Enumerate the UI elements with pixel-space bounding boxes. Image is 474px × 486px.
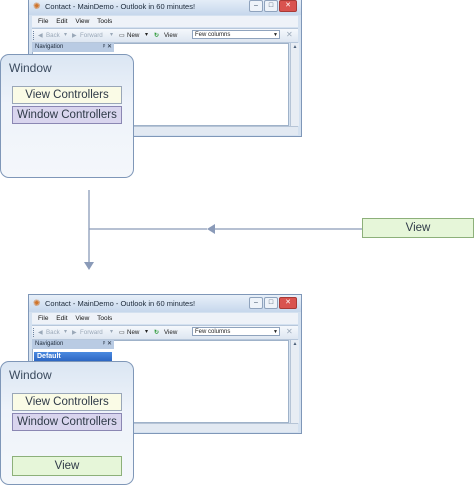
app-gear-icon: ✺ — [33, 1, 41, 11]
maximize-button[interactable]: □ — [264, 0, 278, 12]
menu-file[interactable]: File — [38, 18, 49, 25]
navigation-group-default[interactable]: Default — [34, 352, 112, 362]
view-box: View — [12, 456, 122, 476]
window-panel-before: Window View Controllers Window Controlle… — [0, 54, 134, 178]
navigation-header: Navigation ᵖ ✕ — [32, 340, 114, 349]
toolbar: ◀ Back ▾ ▶ Forward ▾ ▭ New ▾ ↻ View Few … — [32, 325, 298, 340]
view-source-box: View — [362, 218, 474, 238]
toolbar: ◀ Back ▾ ▶ Forward ▾ ▭ New ▾ ↻ View Few … — [32, 28, 298, 43]
back-button[interactable]: Back — [46, 329, 60, 336]
title-bar: ✺ Contact - MainDemo - Outlook in 60 min… — [29, 0, 301, 15]
forward-button[interactable]: Forward — [80, 32, 103, 39]
pin-close-icon[interactable]: ᵖ ✕ — [103, 341, 112, 347]
back-button[interactable]: Back — [46, 32, 60, 39]
toolbar-grip[interactable] — [33, 328, 36, 337]
menu-file[interactable]: File — [38, 315, 49, 322]
menu-tools[interactable]: Tools — [97, 315, 113, 322]
app-window-before: ✺ Contact - MainDemo - Outlook in 60 min… — [28, 0, 302, 137]
window-controllers-box: Window Controllers — [12, 413, 122, 431]
clear-icon[interactable]: ✕ — [286, 327, 293, 336]
window-title: Contact - MainDemo - Outlook in 60 minut… — [45, 2, 196, 11]
view-controllers-box: View Controllers — [12, 393, 122, 411]
back-arrow-icon: ◀ — [38, 329, 43, 336]
columns-select-value: Few columns — [195, 329, 231, 335]
scroll-up-icon[interactable]: ▲ — [292, 44, 298, 50]
menu-edit[interactable]: Edit — [56, 315, 68, 322]
new-document-icon: ▭ — [119, 329, 125, 336]
menu-view[interactable]: View — [75, 315, 90, 322]
forward-dropdown-icon: ▾ — [110, 32, 114, 38]
vertical-scrollbar[interactable]: ▲ — [290, 43, 299, 126]
menu-tools[interactable]: Tools — [97, 18, 113, 25]
menu-view[interactable]: View — [75, 18, 90, 25]
pin-close-icon[interactable]: ᵖ ✕ — [103, 44, 112, 50]
minimize-button[interactable]: – — [249, 297, 263, 309]
view-label: View — [164, 32, 178, 39]
back-dropdown-icon: ▾ — [64, 329, 68, 335]
clear-icon[interactable]: ✕ — [286, 30, 293, 39]
close-button[interactable]: ✕ — [279, 297, 297, 309]
columns-select[interactable]: Few columns ▼ — [192, 30, 280, 39]
status-bar — [32, 423, 298, 432]
vertical-scrollbar[interactable]: ▲ — [290, 340, 299, 423]
window-label: Window — [9, 368, 52, 382]
app-gear-icon: ✺ — [33, 298, 41, 308]
navigation-title: Navigation — [35, 341, 64, 347]
new-dropdown-icon: ▾ — [145, 329, 149, 335]
refresh-icon[interactable]: ↻ — [154, 329, 160, 336]
new-dropdown-icon: ▾ — [145, 32, 149, 38]
new-button[interactable]: New — [127, 32, 140, 39]
forward-arrow-icon: ▶ — [72, 329, 77, 336]
maximize-button[interactable]: □ — [264, 297, 278, 309]
columns-select[interactable]: Few columns ▼ — [192, 327, 280, 336]
navigation-header: Navigation ᵖ ✕ — [32, 43, 114, 52]
new-document-icon: ▭ — [119, 32, 125, 39]
window-controllers-box: Window Controllers — [12, 106, 122, 124]
refresh-icon[interactable]: ↻ — [154, 32, 160, 39]
down-arrowhead — [84, 262, 94, 270]
menu-edit[interactable]: Edit — [56, 18, 68, 25]
minimize-button[interactable]: – — [249, 0, 263, 12]
forward-dropdown-icon: ▾ — [110, 329, 114, 335]
view-label: View — [164, 329, 178, 336]
back-arrow-icon: ◀ — [38, 32, 43, 39]
close-button[interactable]: ✕ — [279, 0, 297, 12]
title-bar: ✺ Contact - MainDemo - Outlook in 60 min… — [29, 295, 301, 312]
menu-bar: File Edit View Tools — [32, 16, 298, 27]
status-bar — [32, 126, 298, 135]
scroll-up-icon[interactable]: ▲ — [292, 341, 298, 347]
window-panel-after: Window View Controllers Window Controlle… — [0, 361, 134, 485]
navigation-title: Navigation — [35, 44, 64, 50]
app-window-after: ✺ Contact - MainDemo - Outlook in 60 min… — [28, 294, 302, 434]
chevron-down-icon: ▼ — [273, 32, 278, 38]
columns-select-value: Few columns — [195, 32, 231, 38]
menu-bar: File Edit View Tools — [32, 313, 298, 324]
window-label: Window — [9, 61, 52, 75]
toolbar-grip[interactable] — [33, 31, 36, 40]
chevron-down-icon: ▼ — [273, 329, 278, 335]
view-controllers-box: View Controllers — [12, 86, 122, 104]
forward-button[interactable]: Forward — [80, 329, 103, 336]
new-button[interactable]: New — [127, 329, 140, 336]
back-dropdown-icon: ▾ — [64, 32, 68, 38]
view-input-arrowhead — [207, 224, 215, 234]
forward-arrow-icon: ▶ — [72, 32, 77, 39]
window-title: Contact - MainDemo - Outlook in 60 minut… — [45, 299, 196, 308]
